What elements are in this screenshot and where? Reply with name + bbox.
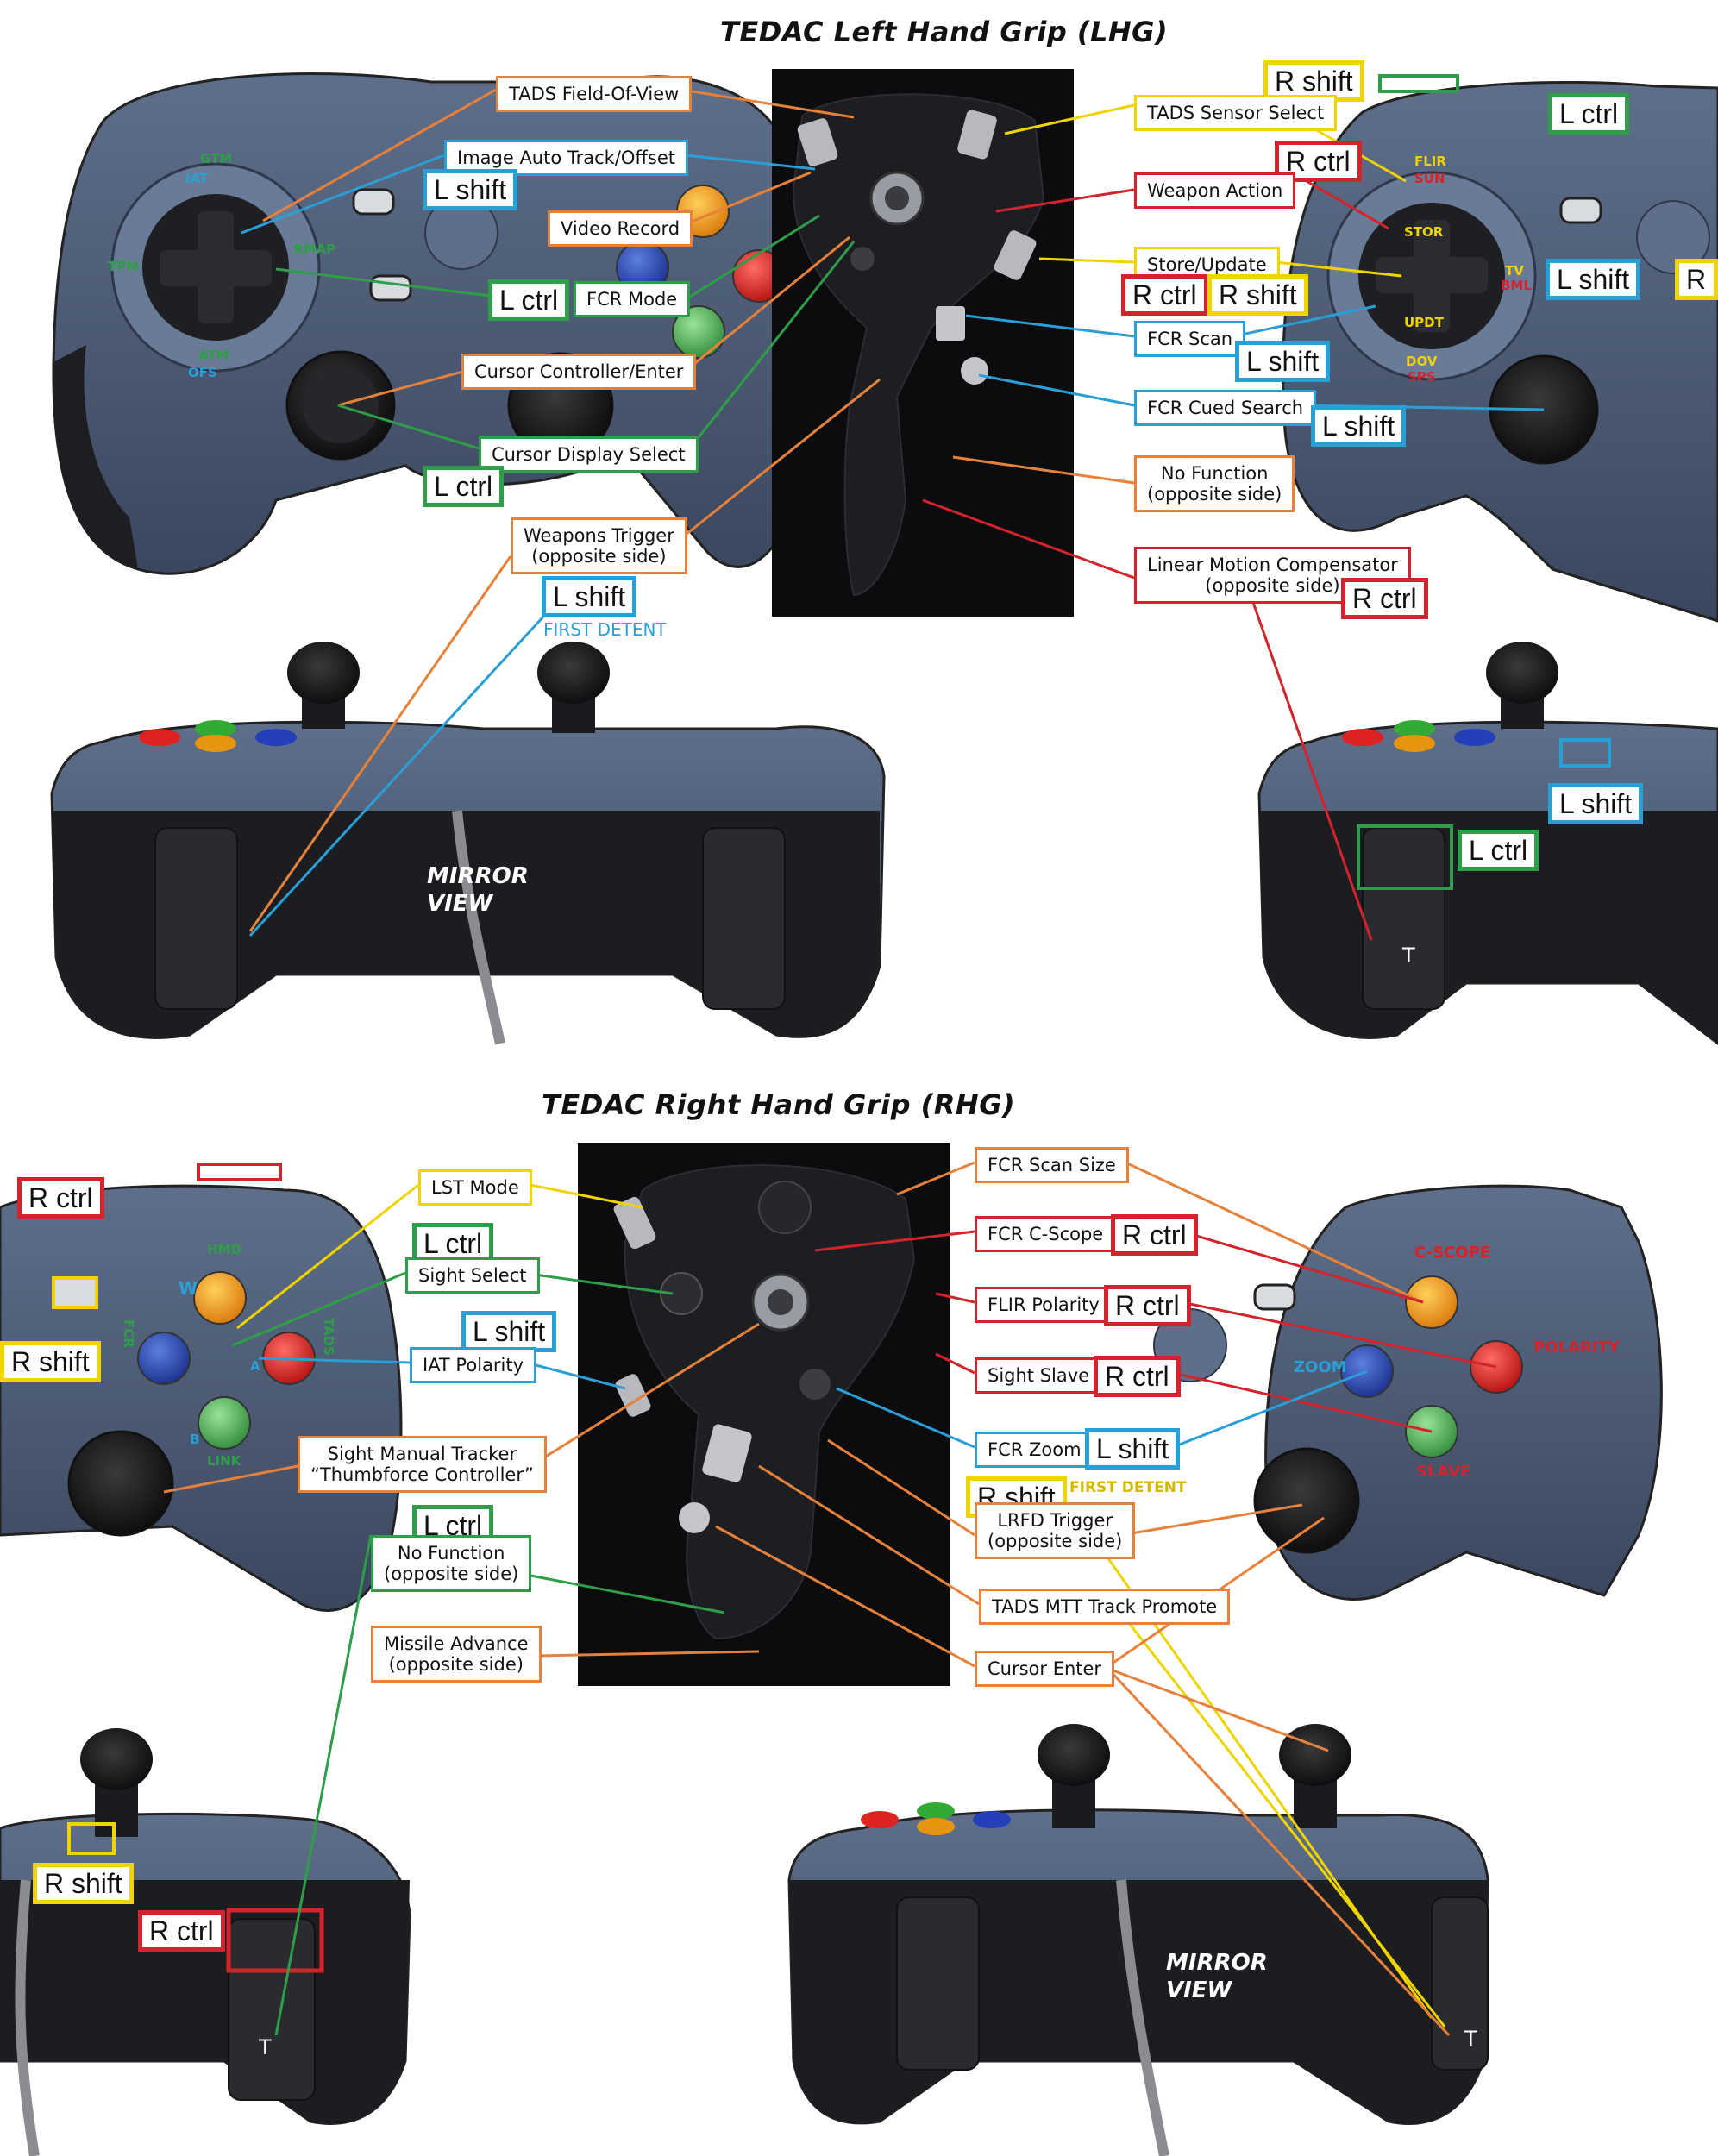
label-cursor-controller-enter: Cursor Controller/Enter (461, 354, 697, 390)
trigger-letter: T (259, 2035, 272, 2059)
rhg-leader-lines (163, 1161, 1497, 2037)
label-tads-mtt-track-promote: TADS MTT Track Promote (979, 1589, 1231, 1625)
label-fcr-mode: FCR Mode (574, 281, 691, 317)
label-cursor-enter: Cursor Enter (975, 1651, 1115, 1687)
modifier-l-shift: L shift (1085, 1428, 1181, 1470)
label-flir-polarity: FLIR Polarity (975, 1287, 1113, 1323)
modifier-l-ctrl: L ctrl (423, 466, 505, 507)
first-detent-note: FIRST DETENT (543, 619, 667, 640)
modifier-l-shift: L shift (1546, 259, 1641, 300)
rhg-gamepad-left (0, 1163, 403, 1612)
modifier-r-ctrl: R ctrl (1341, 578, 1428, 619)
label-fcr-scan-size: FCR Scan Size (975, 1147, 1129, 1183)
dpad-label-atm: ATM (198, 348, 229, 363)
label-weapons-trigger: Weapons Trigger (opposite side) (511, 517, 687, 574)
button-label-zoom: ZOOM (1294, 1358, 1347, 1376)
lhg-gamepad-top-left (50, 642, 886, 1045)
dpad-label-flir: FLIR (1414, 154, 1446, 169)
lhg-grip-panel (772, 69, 1074, 617)
lhg-title: TEDAC Left Hand Grip (LHG) (720, 16, 1169, 48)
modifier-r-ctrl: R ctrl (1111, 1214, 1198, 1256)
dpad-label-dov: DOV (1406, 354, 1438, 369)
modifier-r-ctrl: R ctrl (1121, 274, 1208, 316)
modifier-l-shift: L shift (1311, 405, 1407, 447)
label-no-function-rhg: No Function (opposite side) (371, 1535, 532, 1592)
button-label-b: B (190, 1432, 200, 1447)
dpad-label-iat: IAT (185, 171, 209, 186)
mirror-view-text: MIRROR VIEW (1166, 1950, 1268, 2003)
button-label-a: A (250, 1358, 260, 1374)
button-label-w: W (179, 1278, 198, 1299)
label-no-function-lhg: No Function (opposite side) (1134, 455, 1295, 512)
modifier-l-ctrl: L ctrl (1548, 93, 1630, 135)
mirror-view-marking: MIRROR VIEW (1166, 1949, 1268, 2004)
label-sight-select: Sight Select (405, 1257, 540, 1294)
modifier-l-shift: L shift (1235, 341, 1331, 382)
label-cursor-display-select: Cursor Display Select (479, 436, 699, 473)
dpad-label-gtm: GTM (200, 151, 233, 166)
modifier-l-ctrl: L ctrl (1458, 830, 1539, 871)
modifier-r-shift: R shift (1675, 259, 1718, 300)
label-lrfd-trigger: LRFD Trigger (opposite side) (975, 1502, 1136, 1559)
button-label-slave: SLAVE (1416, 1463, 1471, 1481)
label-fcr-cued-search: FCR Cued Search (1134, 390, 1317, 426)
label-linear-motion-compensator: Linear Motion Compensator (opposite side… (1134, 547, 1411, 604)
dpad-label-sun: SUN (1414, 171, 1445, 186)
label-lst-mode: LST Mode (418, 1169, 532, 1206)
rhg-gamepad-top-right (787, 1724, 1489, 2156)
button-label-c-scope: C-SCOPE (1414, 1244, 1491, 1262)
label-tads-field-of-view: TADS Field-Of-View (496, 76, 693, 112)
modifier-r-shift: R shift (33, 1863, 134, 1904)
label-tads-sensor-select: TADS Sensor Select (1134, 95, 1338, 131)
button-label-polarity: POLARITY (1533, 1338, 1620, 1357)
modifier-l-shift: L shift (461, 1311, 557, 1352)
modifier-l-shift: L shift (542, 576, 637, 617)
mirror-view-marking: MIRROR VIEW (427, 862, 529, 918)
dpad-label-sps: SPS (1408, 369, 1436, 385)
trigger-letter: T (1464, 2027, 1477, 2051)
modifier-r-shift: R shift (0, 1341, 101, 1382)
label-fcr-zoom: FCR Zoom (975, 1432, 1094, 1468)
button-label-hmd: HMD (207, 1242, 241, 1257)
modifier-r-ctrl: R ctrl (138, 1910, 225, 1952)
modifier-r-ctrl: R ctrl (1275, 141, 1362, 182)
modifier-l-ctrl: L ctrl (488, 279, 570, 321)
modifier-l-shift: L shift (1548, 783, 1644, 824)
label-sight-slave: Sight Slave (975, 1357, 1103, 1394)
button-label-tads: TADS (321, 1318, 336, 1356)
trigger-letter: T (1402, 943, 1415, 968)
modifier-r-ctrl: R ctrl (1104, 1285, 1191, 1326)
rhg-gamepad-right (1153, 1184, 1663, 1601)
modifier-r-shift: R shift (1207, 274, 1308, 316)
modifier-r-ctrl: R ctrl (1094, 1356, 1181, 1397)
rhg-title: TEDAC Right Hand Grip (RHG) (542, 1088, 1016, 1121)
mirror-view-text: MIRROR VIEW (427, 863, 529, 917)
dpad-label-rmap: RMAP (293, 241, 336, 257)
first-detent-note: FIRST DETENT (1069, 1479, 1187, 1496)
label-sight-manual-tracker: Sight Manual Tracker “Thumbforce Control… (298, 1436, 547, 1493)
label-weapon-action: Weapon Action (1134, 172, 1296, 209)
modifier-l-shift: L shift (423, 169, 518, 210)
lhg-leader-lines (241, 88, 1545, 941)
dpad-label-ofs: OFS (188, 365, 217, 380)
label-missile-advance: Missile Advance (opposite side) (371, 1626, 542, 1683)
button-label-link: LINK (207, 1453, 241, 1469)
dpad-label-tpm: TPM (108, 259, 140, 274)
modifier-r-ctrl: R ctrl (17, 1177, 104, 1219)
label-fcr-c-scope: FCR C-Scope (975, 1216, 1117, 1252)
dpad-label-bml: BML (1501, 278, 1532, 293)
button-label-fcr: FCR (121, 1319, 136, 1348)
dpad-label-tv: TV (1505, 263, 1524, 279)
label-video-record: Video Record (548, 210, 693, 247)
label-fcr-scan: FCR Scan (1134, 321, 1246, 357)
label-iat-polarity: IAT Polarity (410, 1347, 537, 1383)
dpad-label-updt: UPDT (1404, 315, 1444, 330)
dpad-label-stor: STOR (1404, 224, 1444, 240)
